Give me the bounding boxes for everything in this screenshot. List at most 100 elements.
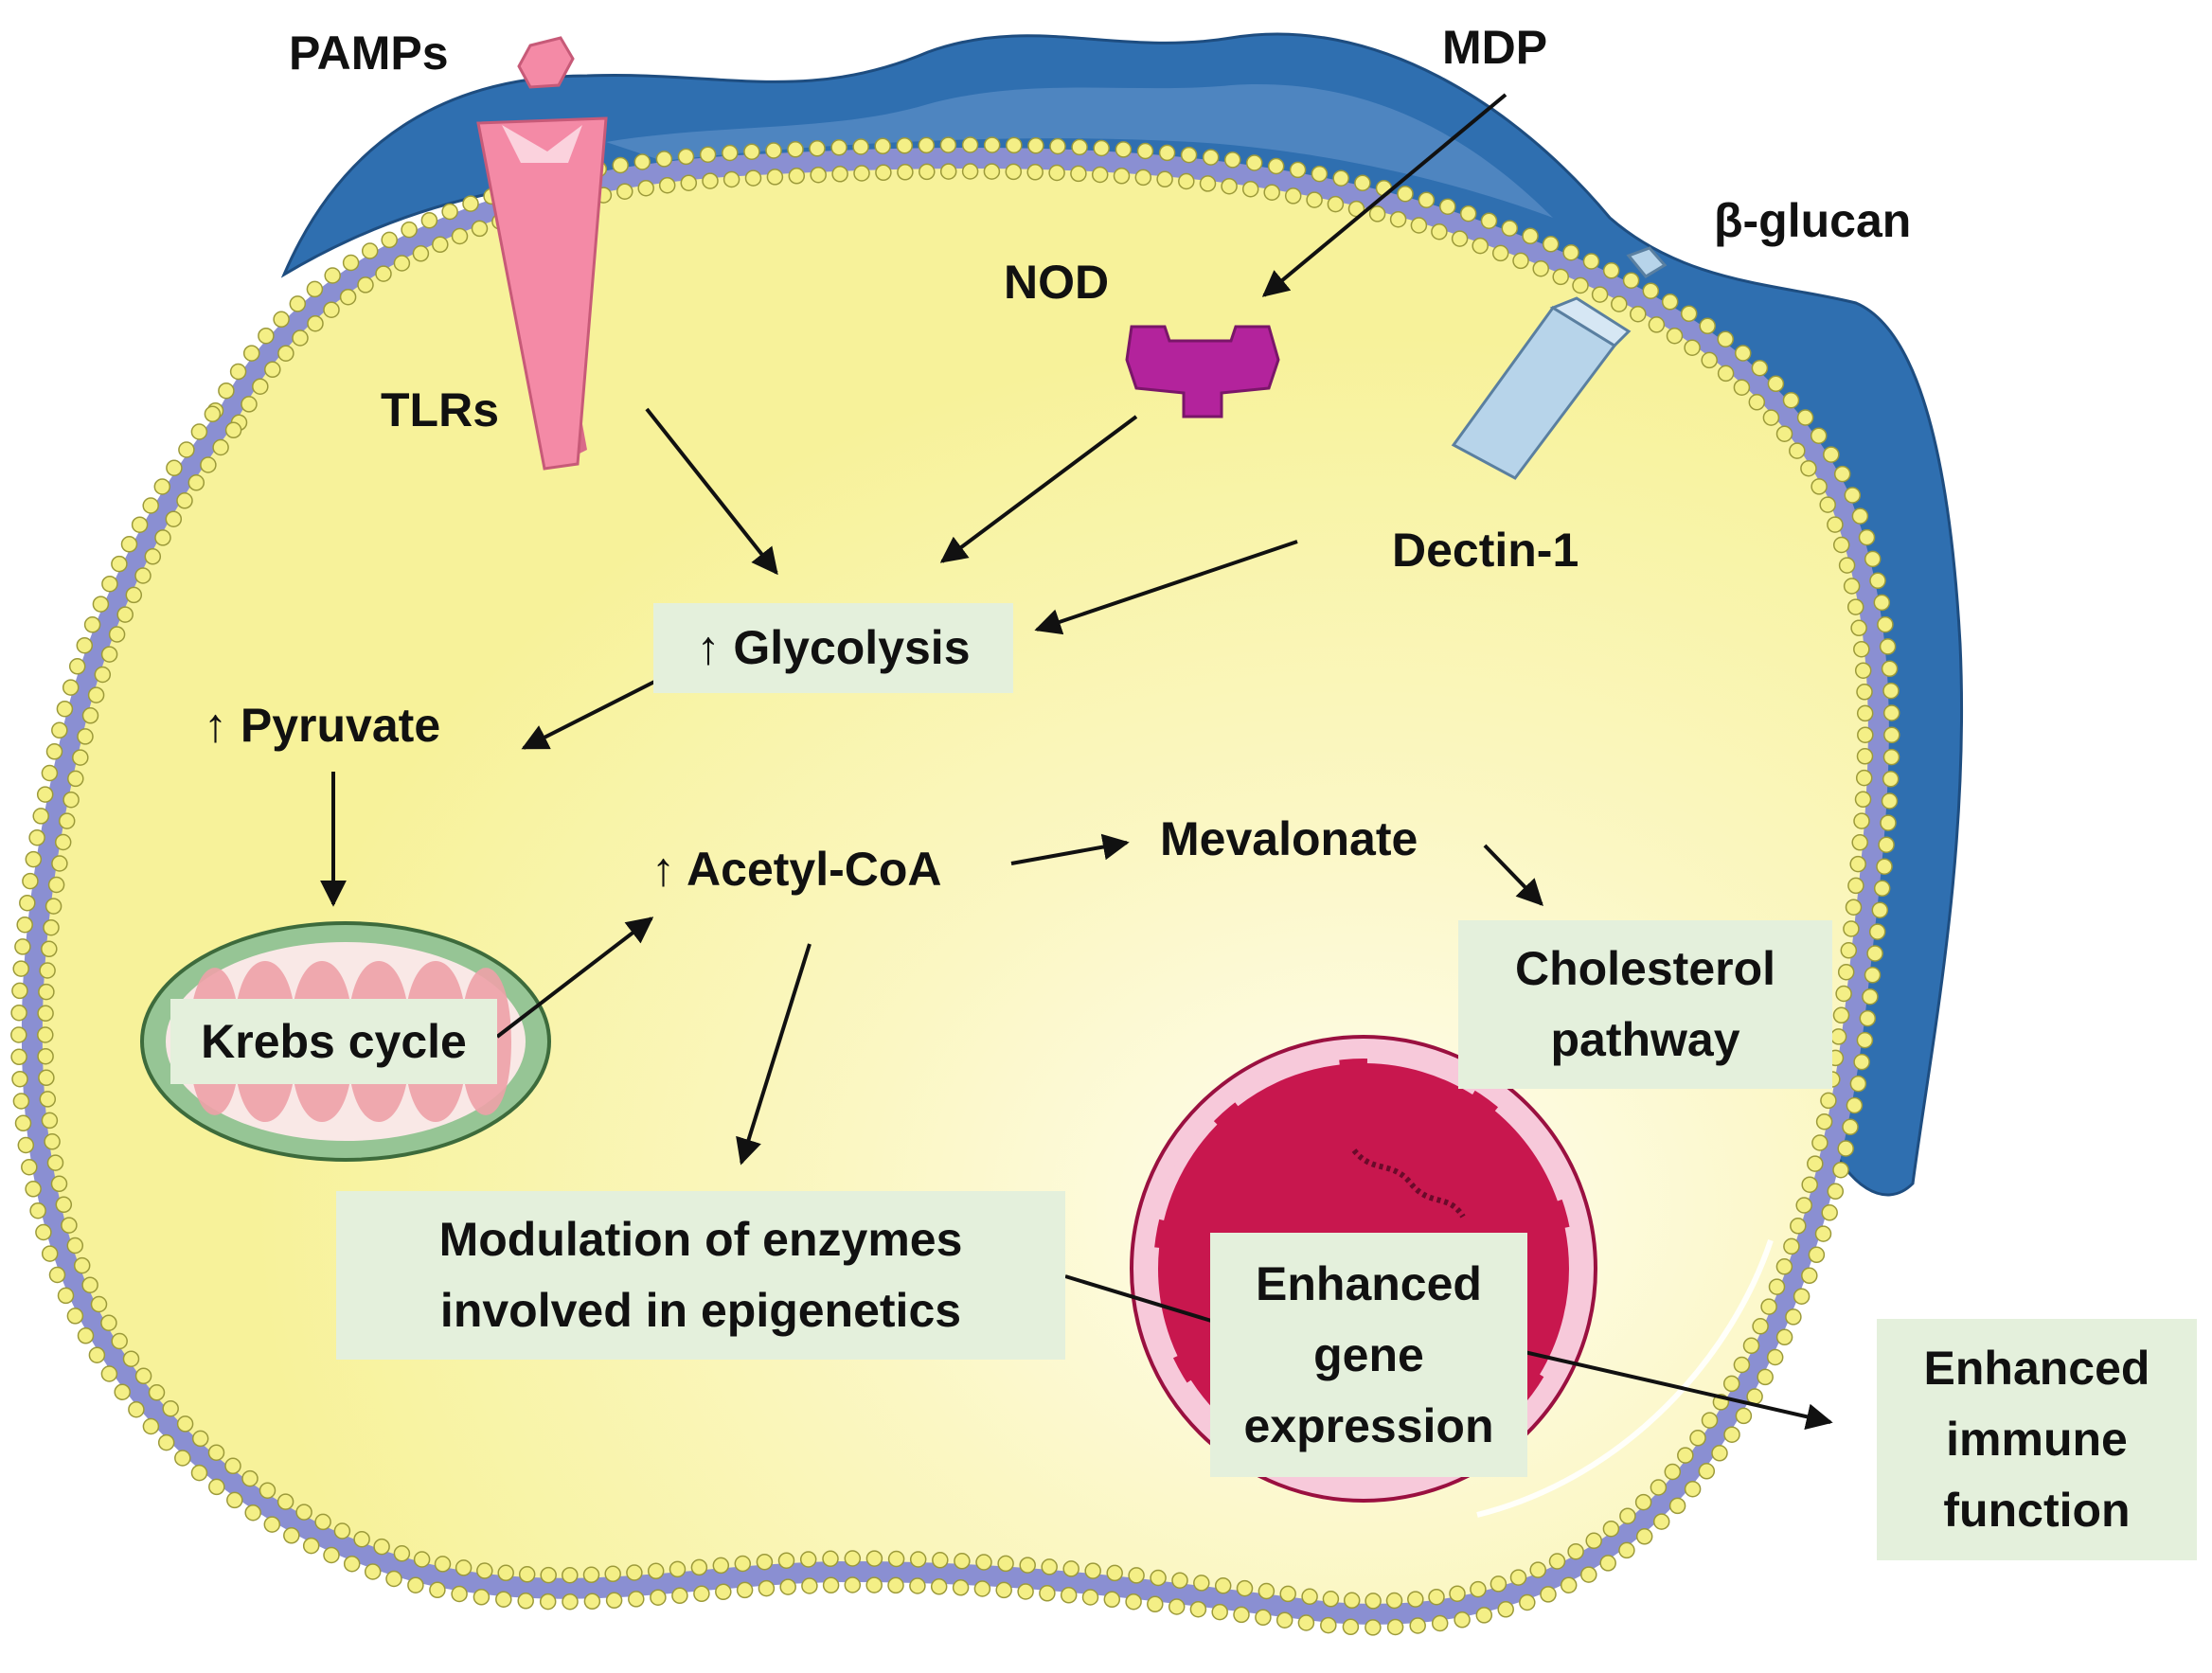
lipid-head [144,548,162,565]
lipid-head [1618,1541,1635,1559]
lipid-head [1385,1592,1403,1610]
lipid-head [1882,748,1900,766]
lipid-head [277,345,294,362]
lipid-head [1666,327,1684,345]
lipid-head [1775,1328,1793,1346]
lipid-head [1540,1586,1557,1603]
lipid-head [212,438,229,456]
lipid-head [1542,236,1560,253]
lipid-head [100,1314,117,1331]
lipid-head [50,1175,68,1193]
lipid-head [1850,619,1867,637]
lipid-head [100,646,118,663]
lipid-head [208,1478,225,1496]
lipid-head [1211,1603,1228,1621]
lipid-head [1832,1006,1850,1024]
lipid-head [1845,899,1863,916]
lipid-head [1789,442,1806,459]
lipid-head [1258,1582,1275,1600]
lipid-head [1722,1375,1740,1393]
lipid-head [229,363,247,381]
lipid-head [1301,1588,1318,1606]
lipid-head [1091,166,1109,184]
lipid-head [830,139,847,156]
gene-line-2: gene [1313,1327,1424,1381]
lipid-head [94,666,112,684]
lipid-head [77,1327,95,1344]
pyruvate-label: ↑ Pyruvate [204,699,441,752]
lipid-head [919,163,936,181]
lipid-head [734,1555,752,1573]
lipid-head [1880,814,1897,831]
gene-expression-box: Enhanced gene expression [1210,1233,1527,1477]
lipid-head [1562,243,1579,261]
lipid-head [61,1217,78,1234]
lipid-head [1548,1553,1566,1570]
lipid-head [21,1158,38,1176]
lipid-head [289,295,307,312]
lipid-head [81,707,99,724]
lipid-head [357,276,374,294]
lipid-head [73,1256,91,1274]
lipid-head [1757,1368,1774,1386]
lipid-head [715,1583,732,1601]
lipid-head [831,166,848,183]
lipid-head [1611,295,1628,312]
lipid-head [1158,144,1176,162]
lipid-head [10,1026,27,1043]
lipid-head [1842,1118,1859,1136]
lipid-head [58,812,76,829]
lipid-head [62,791,80,809]
lipid-head [1846,598,1864,615]
lipid-head [497,1564,514,1582]
lipid-head [1084,1562,1101,1579]
lipid-head [1871,901,1889,918]
lipid-head [451,227,469,245]
lipid-head [37,1026,54,1043]
lipid-head [1342,1618,1360,1636]
lipid-head [343,1555,361,1573]
lipid-head [1580,1566,1597,1583]
lipid-head [176,492,193,509]
lipid-head [1858,528,1876,546]
lipid-head [1829,1028,1847,1045]
lipid-head [1853,1053,1870,1071]
cholesterol-line-1: Cholesterol [1514,942,1776,995]
lipid-head [1775,425,1793,442]
lipid-head [1497,1601,1514,1618]
lipid-head [1275,1611,1293,1629]
lipid-head [973,1580,991,1597]
lipid-head [190,423,208,440]
modulation-line-1: Modulation of enzymes [438,1213,963,1266]
lipid-head [822,1576,840,1594]
lipid-head [1343,1592,1361,1610]
lipid-head [373,1538,390,1556]
lipid-bilayer-heads [10,136,1900,1636]
lipid-head [407,1576,424,1593]
lipid-head [495,1591,512,1608]
lipid-head [57,1287,75,1305]
lipid-head [134,1367,152,1385]
lipid-head [393,1545,411,1562]
krebs-cycle-box: Krebs cycle [170,999,497,1084]
arrow-acetylcoa-to-mevalonate [1010,833,1130,865]
lipid-head [434,1556,452,1573]
lipid-head [1168,1598,1186,1615]
lipid-head [88,1346,106,1363]
lipid-head [218,382,235,400]
lipid-head [844,1550,862,1567]
lipid-head [779,1578,796,1595]
lipid-head [1856,748,1874,765]
lipid-head [44,1133,61,1150]
lipid-head [441,203,458,221]
lipid-head [1522,227,1539,245]
lipid-head [1733,379,1751,396]
lipid-head [1134,169,1152,187]
lipid-head [1775,1258,1793,1275]
pamp-molecule [517,36,575,89]
lipid-head [809,140,826,157]
tlrs-label: TLRs [381,383,499,436]
lipid-head [853,165,870,182]
lipid-head [1060,1587,1078,1604]
